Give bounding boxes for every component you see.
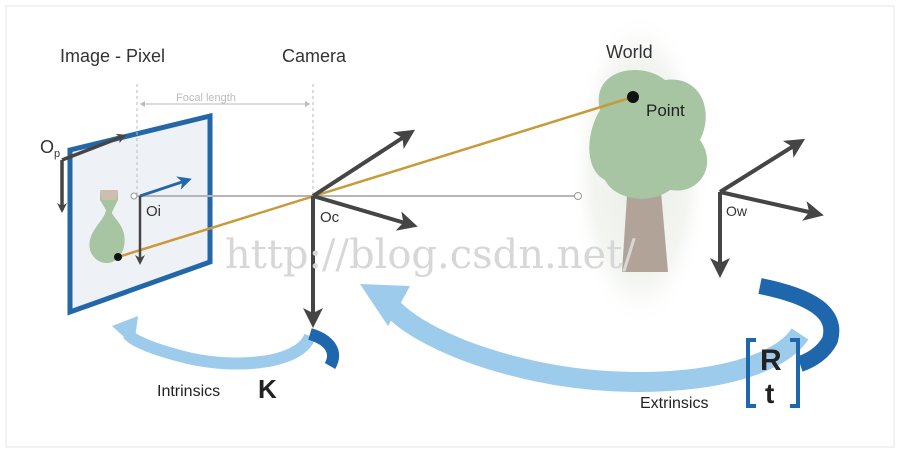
world-label: World [606, 42, 653, 62]
intrinsics-symbol: K [258, 374, 277, 404]
axis-end-point [574, 192, 582, 200]
intrinsics-label: Intrinsics [157, 383, 220, 400]
projection-ray [117, 95, 634, 259]
extrinsics-label: Extrinsics [640, 395, 708, 412]
op-label: Op [40, 137, 60, 160]
vase-icon [89, 190, 125, 264]
focal-length-label: Focal length [176, 92, 236, 104]
camera-frame-axes [303, 129, 418, 328]
principal-point [130, 192, 138, 200]
image-pixel-label: Image - Pixel [60, 46, 165, 66]
oc-label: Oc [320, 209, 340, 226]
oi-label: Oi [146, 203, 161, 220]
ow-label: Ow [726, 203, 748, 219]
camera-label: Camera [282, 46, 347, 66]
extrinsics-arrow [360, 278, 840, 392]
extrinsics-r: R [760, 344, 782, 377]
focal-length-dimension [136, 84, 314, 196]
extrinsics-t: t [765, 378, 774, 409]
world-point [627, 91, 639, 103]
watermark: http://blog.csdn.net/ [225, 232, 636, 278]
image-frame-axes [135, 176, 192, 265]
extrinsics-matrix [746, 338, 800, 408]
intrinsics-arrow [112, 316, 340, 370]
world-frame-axes [710, 138, 824, 278]
image-point [114, 253, 122, 261]
point-label: Point [646, 101, 685, 120]
pixel-frame-axes [57, 133, 127, 213]
